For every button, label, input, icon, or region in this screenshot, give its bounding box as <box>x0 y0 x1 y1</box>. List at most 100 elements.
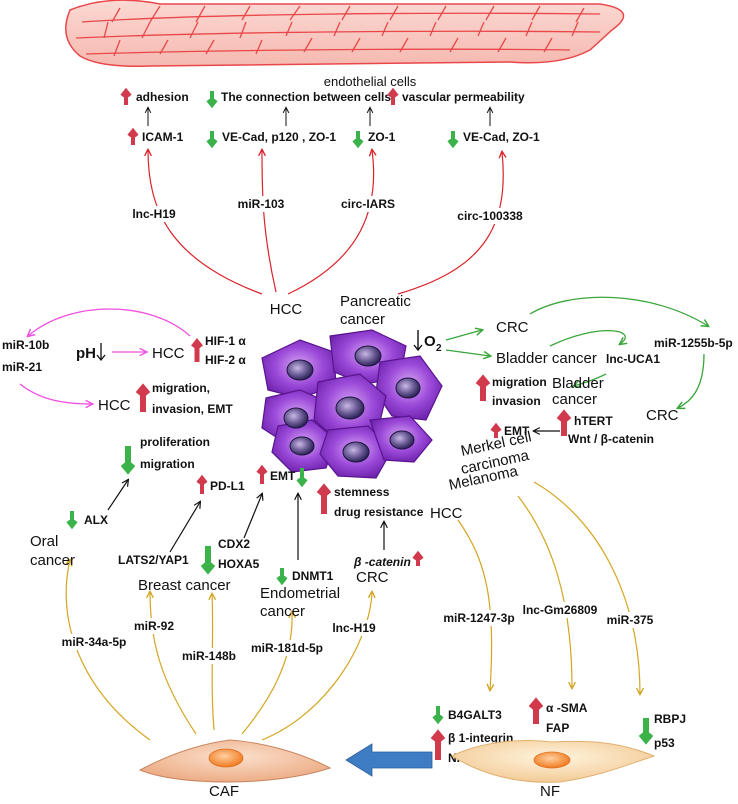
path-melanoma-lncgm <box>517 495 572 688</box>
lats2-yap1: LATS2/YAP1 <box>118 553 189 567</box>
up-arrow-icon <box>196 474 208 494</box>
hif2-alpha: HIF-2 α <box>205 353 246 367</box>
outcome-migration: migration, <box>152 381 210 395</box>
mir-1255b-5p: miR-1255b-5p <box>654 336 733 350</box>
caf-crc: CRC <box>356 569 389 586</box>
o2-label: O <box>424 333 436 350</box>
beta-catenin: β -catenin <box>353 555 411 569</box>
dnmt1: DNMT1 <box>292 569 334 583</box>
effect-connection: The connection between cells <box>221 90 391 104</box>
alx: ALX <box>84 513 108 527</box>
regulator-lnc-h19: lnc-H19 <box>132 207 176 221</box>
path-caf-endometrial <box>241 612 292 735</box>
ph-label: pH <box>76 345 96 362</box>
path-hcc-to-mirs <box>28 308 191 336</box>
path-mirs-to-hcc <box>19 383 92 404</box>
path-hcc-vecad <box>262 150 277 293</box>
nf-hcc-label: HCC <box>430 505 463 522</box>
path-bladder-lncuca1 <box>549 330 625 347</box>
target-vecad-zo1: VE-Cad, ZO-1 <box>463 130 540 144</box>
bladder-cancer-2a: Bladder <box>552 375 604 392</box>
down-arrow-icon <box>120 446 136 475</box>
b4galt3: B4GALT3 <box>448 708 502 722</box>
rbpj: RBPJ <box>654 712 686 726</box>
pd-l1: PD-L1 <box>210 479 245 493</box>
target-vecad-p120-zo1: VE-Cad, p120 , ZO-1 <box>222 130 336 144</box>
crc-label: CRC <box>496 319 529 336</box>
mir-10b: miR-10b <box>2 338 49 352</box>
down-arrow-icon <box>296 468 308 488</box>
up-arrow-icon <box>127 127 139 145</box>
cdx2: CDX2 <box>218 537 250 551</box>
o2-subscript: 2 <box>436 343 442 354</box>
blood-vessel <box>65 0 625 68</box>
wnt-bcatenin: Wnt / β-catenin <box>568 432 654 446</box>
down-arrow-icon <box>413 330 423 352</box>
path-pancreatic-vecad <box>397 152 503 295</box>
tumor-nuclei <box>283 345 421 463</box>
path-merkel-mir375 <box>533 481 640 694</box>
down-arrow-icon <box>66 511 78 530</box>
arrow-o2-crc <box>445 330 482 341</box>
nf-fibroblast-cell <box>450 740 656 783</box>
arrow-lats-pdl1 <box>169 502 200 553</box>
crc-label-2: CRC <box>646 407 679 424</box>
down-arrow-icon <box>432 706 444 725</box>
fap: FAP <box>546 721 569 735</box>
up-arrow-icon <box>430 729 446 760</box>
crc-drug-resistance: drug resistance <box>334 505 424 519</box>
hif1-alpha: HIF-1 α <box>205 334 246 348</box>
down-arrow-icon <box>638 718 654 745</box>
up-arrow-icon <box>490 422 502 438</box>
path-hcc-mir1247 <box>457 519 492 690</box>
bladder-migration: migration <box>492 375 547 389</box>
endothelial-title: endothelial cells <box>324 74 417 89</box>
up-arrow-icon <box>475 374 491 401</box>
up-arrow-icon <box>387 87 399 105</box>
path-lncuca1-bladder <box>574 373 607 386</box>
down-arrow-icon <box>200 546 216 575</box>
bladder-cancer-2b: cancer <box>552 391 597 408</box>
regulator-circ-iars: circ-IARS <box>341 197 395 211</box>
caf-fibroblast-cell <box>138 739 332 783</box>
up-arrow-icon <box>256 464 268 484</box>
lnc-uca1: lnc-UCA1 <box>606 352 660 366</box>
outcome-invasion-emt: invasion, EMT <box>152 402 233 416</box>
arrow-alx-prolif <box>107 480 128 511</box>
source-pancreatic-1: Pancreatic <box>340 293 411 310</box>
down-arrow-icon <box>352 131 364 149</box>
hoxa5: HOXA5 <box>218 557 260 571</box>
htert: hTERT <box>574 414 613 428</box>
b1-integrin: β 1-integrin <box>448 731 513 745</box>
down-arrow-icon <box>206 131 218 149</box>
target-icam1: ICAM-1 <box>142 130 184 144</box>
path-caf-oral <box>66 560 151 741</box>
mir-21: miR-21 <box>2 360 42 374</box>
caf-label: CAF <box>209 783 239 799</box>
bladder-invasion: invasion <box>492 394 541 408</box>
transition-arrow-icon <box>345 743 433 777</box>
hcc-hif: HCC <box>152 345 185 362</box>
oral-cancer-2: cancer <box>30 552 75 569</box>
arrow-cdx2-emt <box>243 494 262 539</box>
path-mir1255-crc <box>678 353 705 408</box>
nf-label: NF <box>540 783 560 799</box>
path-hcc-zo1 <box>287 150 374 295</box>
mir-34a-5p: miR-34a-5p <box>62 635 127 649</box>
down-arrow-icon <box>96 343 106 362</box>
mir-148b: miR-148b <box>182 649 236 663</box>
path-caf-breast-mir92 <box>150 592 197 735</box>
mir-375: miR-375 <box>607 613 654 627</box>
alpha-sma: α -SMA <box>546 701 588 715</box>
crc-emt: EMT <box>504 424 530 438</box>
regulator-mir-103: miR-103 <box>238 197 285 211</box>
down-arrow-icon <box>276 568 288 586</box>
down-arrow-icon <box>447 131 459 149</box>
oral-cancer-1: Oral <box>30 533 58 550</box>
breast-cancer: Breast cancer <box>138 577 231 594</box>
up-arrow-icon <box>120 87 132 105</box>
down-arrow-icon <box>206 91 218 109</box>
oral-proliferation: proliferation <box>140 435 210 449</box>
